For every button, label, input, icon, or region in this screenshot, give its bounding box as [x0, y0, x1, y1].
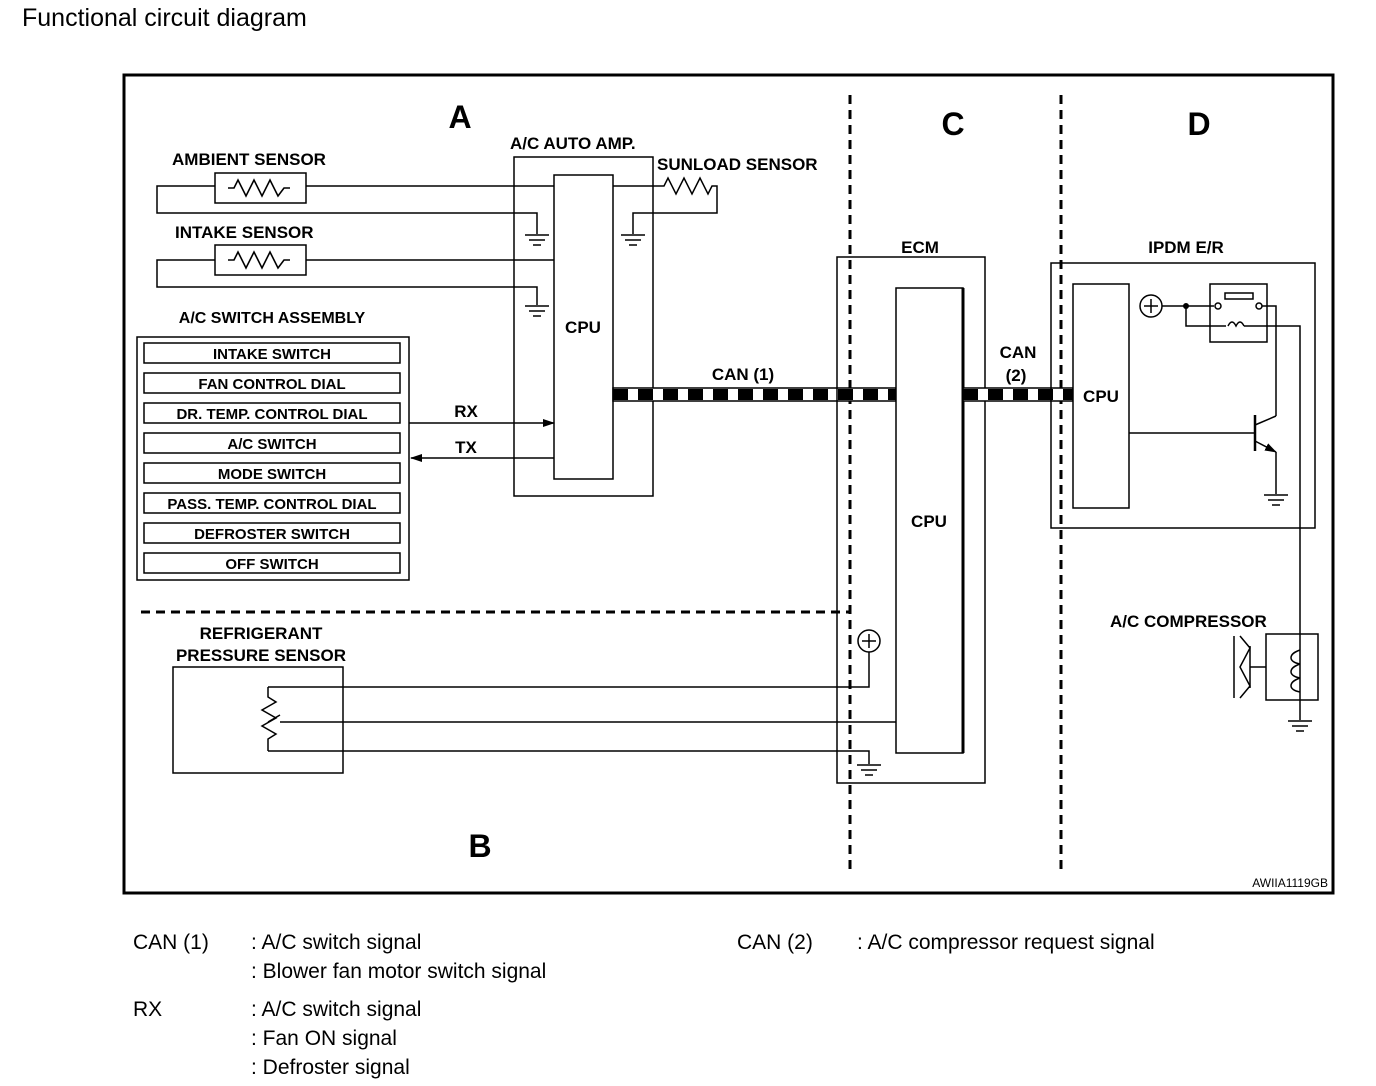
can1-label: CAN (1) — [712, 365, 774, 384]
legend-rx-value-1: : A/C switch signal — [251, 998, 422, 1021]
switch-item-fan — [143, 372, 401, 394]
refrigerant-label-line2: PRESSURE SENSOR — [176, 646, 346, 665]
ecm-box — [836, 256, 986, 784]
region-c-label: C — [941, 106, 964, 142]
legend-rx-value-3: : Defroster signal — [251, 1056, 410, 1079]
refrigerant-label-line1: REFRIGERANT — [200, 624, 323, 643]
figure-code: AWIIA1119GB — [1252, 876, 1328, 890]
ipdm-cpu-label: CPU — [1083, 387, 1119, 406]
ipdm-box — [1050, 262, 1316, 529]
switch-item-dr-temp — [143, 402, 401, 424]
switch-item-label: A/C SWITCH — [227, 436, 316, 453]
region-b-label: B — [468, 828, 491, 864]
ecm-label: ECM — [901, 238, 939, 257]
ipdm-cpu — [1072, 283, 1130, 509]
switch-item-label: INTAKE SWITCH — [213, 346, 331, 363]
compressor-label: A/C COMPRESSOR — [1110, 612, 1267, 631]
diagram-frame — [122, 73, 1335, 895]
switch-item-off — [143, 552, 401, 574]
intake-sensor — [156, 244, 554, 317]
auto-amp-cpu — [553, 174, 614, 480]
switch-item-label: OFF SWITCH — [225, 556, 318, 573]
can2-bus — [962, 387, 1074, 402]
switch-assembly-title: A/C SWITCH ASSEMBLY — [179, 310, 366, 327]
switch-assembly-box — [136, 336, 410, 581]
switch-item-label: FAN CONTROL DIAL — [198, 376, 345, 393]
region-d-label: D — [1187, 106, 1210, 142]
switch-item-label: PASS. TEMP. CONTROL DIAL — [167, 496, 376, 513]
legend-can2-value-1: : A/C compressor request signal — [857, 931, 1155, 954]
legend-can1-key: CAN (1) — [133, 931, 209, 954]
switch-item-ac — [143, 432, 401, 454]
sunload-sensor — [613, 176, 718, 246]
switch-item-label: DEFROSTER SWITCH — [194, 526, 350, 543]
page-title: Functional circuit diagram — [22, 4, 307, 32]
can2-label-line2: (2) — [1006, 366, 1027, 385]
ipdm-label: IPDM E/R — [1148, 238, 1224, 257]
switch-item-defroster — [143, 522, 401, 544]
legend-can1-value-2: : Blower fan motor switch signal — [251, 960, 547, 983]
switch-item-label: DR. TEMP. CONTROL DIAL — [176, 406, 367, 423]
ambient-sensor-label: AMBIENT SENSOR — [172, 150, 326, 169]
region-a-label: A — [448, 99, 471, 135]
rx-label: RX — [454, 402, 478, 421]
refrigerant-sensor — [172, 629, 896, 776]
can2-label-line1: CAN — [1000, 343, 1037, 362]
ecm-cpu — [895, 287, 964, 754]
auto-amp-label: A/C AUTO AMP. — [510, 134, 636, 153]
legend-can2-key: CAN (2) — [737, 931, 813, 954]
compressor-symbol — [1233, 633, 1319, 732]
switch-item-intake — [143, 342, 401, 364]
relay-circuit — [1129, 283, 1301, 720]
sunload-sensor-label: SUNLOAD SENSOR — [657, 155, 818, 174]
can1-bus — [612, 387, 897, 402]
legend-rx-key: RX — [133, 998, 163, 1021]
switch-item-label: MODE SWITCH — [218, 466, 326, 483]
switch-list: INTAKE SWITCH FAN CONTROL DIAL DR. TEMP.… — [143, 342, 401, 574]
tx-label: TX — [455, 438, 477, 457]
auto-amp-box — [513, 156, 654, 497]
ecm-cpu-label: CPU — [911, 512, 947, 531]
switch-item-pass-temp — [143, 492, 401, 514]
switch-item-mode — [143, 462, 401, 484]
ambient-sensor — [156, 172, 554, 246]
intake-sensor-label: INTAKE SENSOR — [175, 223, 314, 242]
legend-can1-value-1: : A/C switch signal — [251, 931, 422, 954]
auto-amp-cpu-label: CPU — [565, 318, 601, 337]
legend-rx-value-2: : Fan ON signal — [251, 1027, 397, 1050]
